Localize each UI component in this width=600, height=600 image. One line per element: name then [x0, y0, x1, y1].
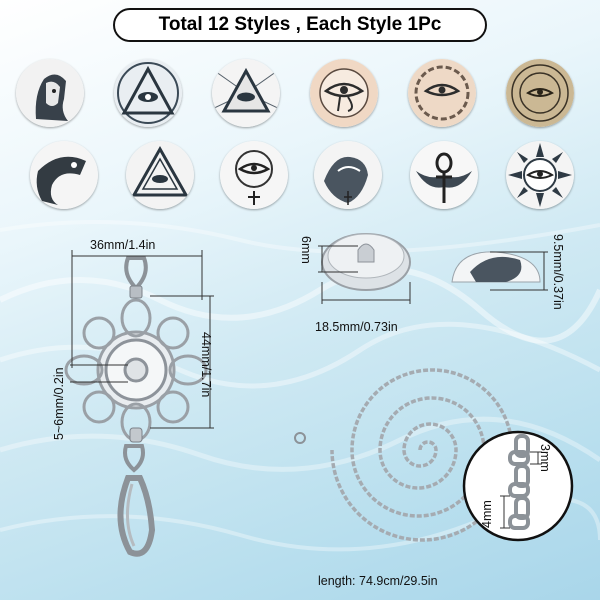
cabochon-eye-sun-golden: [506, 59, 574, 127]
cabochon-eye-triangle: [114, 59, 182, 127]
chain-link-length-label: 3mm: [538, 444, 552, 472]
title-text: Total 12 Styles , Each Style 1Pc: [158, 14, 442, 35]
cabochon-side-view: [451, 251, 541, 283]
chain-clasp: [294, 432, 306, 444]
cabochon-thickness-label: 9.5mm/0.37in: [551, 234, 565, 310]
cabochon-eye-of-horus-ankh: [220, 141, 288, 209]
title-banner: Total 12 Styles , Each Style 1Pc: [113, 8, 487, 42]
button-height-label: 6mm: [299, 236, 313, 264]
cabochon-horus-falcon: [30, 141, 98, 209]
cabochon-dimension-lines: [490, 251, 548, 291]
cabochon-ankh-wings: [410, 141, 478, 209]
chain-length-label: length: 74.9cm/29.5in: [318, 574, 438, 588]
button-dimension-lines: [318, 245, 411, 304]
chain-magnifier: [462, 430, 574, 542]
cabochon-eye-pyramid-rays: [212, 59, 280, 127]
pendant-width-label: 36mm/1.4in: [90, 238, 156, 252]
chain-link-width-label: 4mm: [480, 500, 494, 528]
button-width-label: 18.5mm/0.73in: [315, 320, 398, 334]
cabochon-eye-of-horus-knot: [408, 59, 476, 127]
snap-button: [321, 233, 411, 291]
cabochon-eye-of-horus-beige: [310, 59, 378, 127]
cabochon-eye-triangle-cross: [126, 141, 194, 209]
cabochon-winged-horus: [314, 141, 382, 209]
cabochon-pharaoh-face: [16, 59, 84, 127]
cabochon-eye-sun-rays: [506, 141, 574, 209]
lanyard-pendant: [64, 256, 208, 557]
pendant-dimension-lines: [70, 250, 214, 429]
pendant-tray-label: 5~6mm/0.2in: [52, 367, 66, 440]
pendant-height-label: 44mm/1.7in: [199, 332, 213, 398]
